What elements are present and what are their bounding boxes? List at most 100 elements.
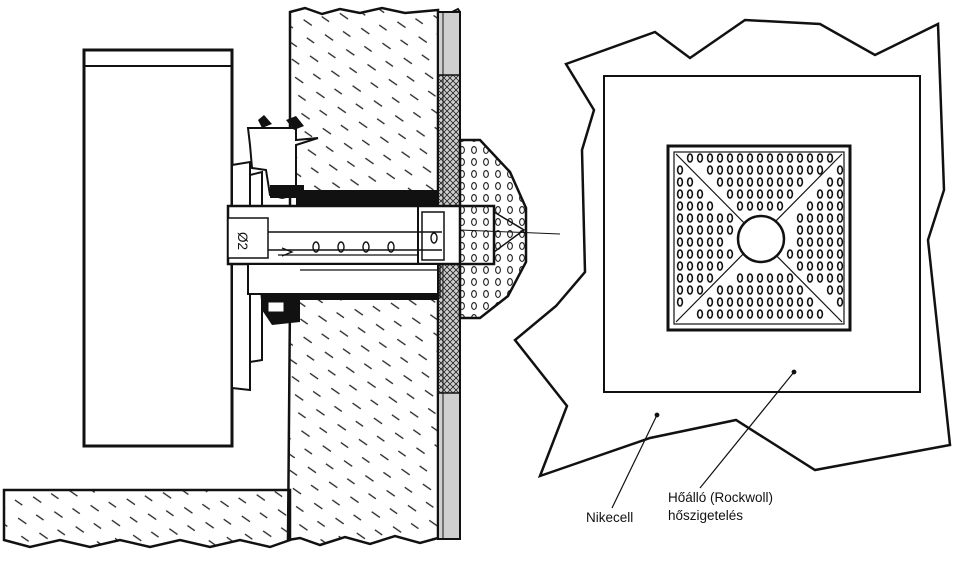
grille-hole xyxy=(676,237,684,247)
grille-hole xyxy=(836,261,844,271)
grille-hole xyxy=(746,153,754,163)
terminal-cap xyxy=(458,138,561,320)
grille-hole xyxy=(686,261,694,271)
grille-hole xyxy=(736,177,744,187)
grille-holes xyxy=(676,153,844,319)
grille-hole xyxy=(696,237,704,247)
grille-hole xyxy=(836,237,844,247)
grille-hole xyxy=(736,153,744,163)
grille-hole xyxy=(676,213,684,223)
grille-hole xyxy=(776,177,784,187)
grille-hole xyxy=(766,285,774,295)
grille-hole xyxy=(776,285,784,295)
grille-hole xyxy=(706,225,714,235)
grille-hole xyxy=(736,273,744,283)
flue-pipe: Ø2 xyxy=(226,190,496,300)
grille-hole xyxy=(706,153,714,163)
grille-hole xyxy=(696,153,704,163)
grille-hole xyxy=(806,213,814,223)
grille-hole xyxy=(826,273,834,283)
grille-hole xyxy=(816,249,824,259)
grille-hole xyxy=(786,153,794,163)
center-opening xyxy=(736,214,786,264)
grille-hole xyxy=(716,165,724,175)
grille-hole xyxy=(826,201,834,211)
grille-hole xyxy=(676,285,684,295)
grille-hole xyxy=(726,249,734,259)
grille-hole xyxy=(756,309,764,319)
grille-hole xyxy=(786,189,794,199)
grille-hole xyxy=(736,297,744,307)
grille-hole xyxy=(806,165,814,175)
grille-hole xyxy=(796,237,804,247)
grille-hole xyxy=(686,249,694,259)
grille-hole xyxy=(716,309,724,319)
grille-hole xyxy=(696,213,704,223)
grille-hole xyxy=(716,285,724,295)
grille-hole xyxy=(826,225,834,235)
grille-hole xyxy=(756,285,764,295)
grille-hole xyxy=(736,285,744,295)
grille-hole xyxy=(796,309,804,319)
grille-hole xyxy=(676,201,684,211)
grille-hole xyxy=(716,249,724,259)
floor-slab xyxy=(2,488,292,549)
vent-grille xyxy=(666,144,852,332)
grille-hole xyxy=(836,189,844,199)
grille-hole xyxy=(726,213,734,223)
grille-hole xyxy=(826,177,834,187)
grille-hole xyxy=(676,273,684,283)
grille-hole xyxy=(686,177,694,187)
grille-hole xyxy=(816,237,824,247)
grille-hole xyxy=(686,213,694,223)
grille-hole xyxy=(776,309,784,319)
grille-hole xyxy=(806,297,814,307)
grille-hole xyxy=(816,261,824,271)
grille-hole xyxy=(796,213,804,223)
grille-hole xyxy=(806,309,814,319)
grille-hole xyxy=(706,309,714,319)
grille-hole xyxy=(776,153,784,163)
grille-hole xyxy=(676,261,684,271)
grille-hole xyxy=(776,273,784,283)
grille-hole xyxy=(736,309,744,319)
grille-hole xyxy=(756,153,764,163)
grille-hole xyxy=(816,273,824,283)
grille-hole xyxy=(796,261,804,271)
grille-hole xyxy=(836,285,844,295)
grille-hole xyxy=(696,273,704,283)
grille-hole xyxy=(796,177,804,187)
grille-hole xyxy=(756,297,764,307)
grille-hole xyxy=(696,309,704,319)
grille-hole xyxy=(686,273,694,283)
grille-hole xyxy=(826,237,834,247)
grille-hole xyxy=(736,165,744,175)
leader-lines xyxy=(611,369,797,509)
grille-hole xyxy=(796,249,804,259)
grille-hole xyxy=(746,285,754,295)
grille-hole xyxy=(676,189,684,199)
grille-hole xyxy=(756,273,764,283)
grille-hole xyxy=(816,165,824,175)
grille-hole xyxy=(796,165,804,175)
grille-hole xyxy=(806,225,814,235)
grille-hole xyxy=(676,297,684,307)
grille-hole xyxy=(766,273,774,283)
front-view: Nikecell Hőálló (Rockwoll) hőszigetelés xyxy=(513,18,952,525)
grille-hole xyxy=(706,261,714,271)
grille-hole xyxy=(696,285,704,295)
grille-hole xyxy=(716,261,724,271)
grille-hole xyxy=(686,285,694,295)
grille-hole xyxy=(786,297,794,307)
grille-hole xyxy=(836,297,844,307)
grille-hole xyxy=(766,153,774,163)
grille-hole xyxy=(746,201,754,211)
grille-hole xyxy=(686,225,694,235)
grille-hole xyxy=(696,225,704,235)
grille-hole xyxy=(786,177,794,187)
grille-hole xyxy=(756,165,764,175)
grille-hole xyxy=(786,285,794,295)
grille-hole xyxy=(716,225,724,235)
grille-hole xyxy=(796,153,804,163)
